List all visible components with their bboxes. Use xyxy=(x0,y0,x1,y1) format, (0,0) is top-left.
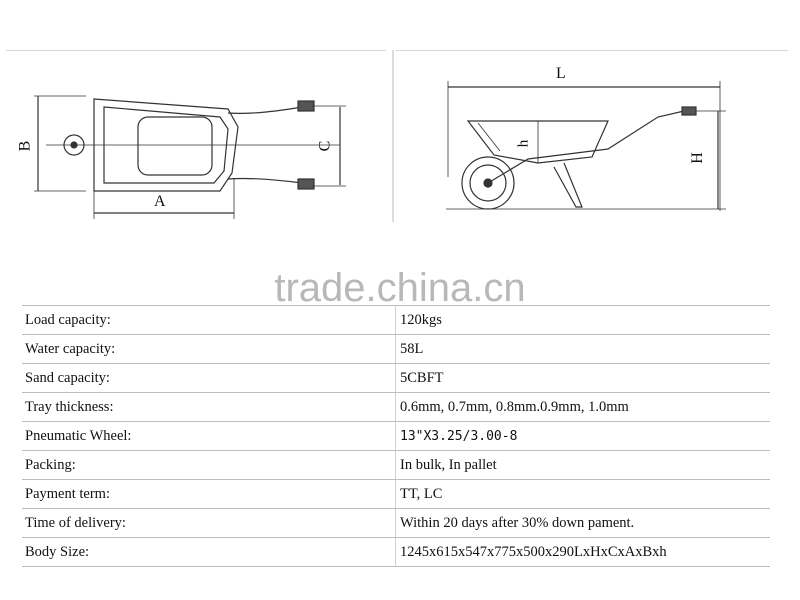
spec-label: Tray thickness: xyxy=(22,392,396,422)
spec-value: 120kgs xyxy=(395,305,770,335)
side-view-panel: L h H xyxy=(396,50,788,223)
dimension-label-a: A xyxy=(154,193,166,210)
table-row: Time of delivery: Within 20 days after 3… xyxy=(22,508,770,538)
table-row: Pneumatic Wheel: 13"X3.25/3.00-8 xyxy=(22,421,770,451)
spec-label: Water capacity: xyxy=(22,334,396,364)
table-row: Packing: In bulk, In pallet xyxy=(22,450,770,480)
top-view-panel: B C A xyxy=(6,50,386,223)
spec-value: Within 20 days after 30% down pament. xyxy=(395,508,770,538)
spec-label: Time of delivery: xyxy=(22,508,396,538)
table-row: Body Size: 1245x615x547x775x500x290LxHxC… xyxy=(22,537,770,567)
wheelbarrow-top-view-diagram xyxy=(34,95,346,219)
specifications-table: Load capacity: 120kgs Water capacity: 58… xyxy=(22,305,770,567)
table-row: Water capacity: 58L xyxy=(22,334,770,364)
table-row: Sand capacity: 5CBFT xyxy=(22,363,770,393)
table-row: Tray thickness: 0.6mm, 0.7mm, 0.8mm.0.9m… xyxy=(22,392,770,422)
wheelbarrow-side-view-diagram xyxy=(446,81,726,211)
table-row: Load capacity: 120kgs xyxy=(22,305,770,335)
spec-value: 5CBFT xyxy=(395,363,770,393)
spec-value: 13"X3.25/3.00-8 xyxy=(395,421,770,451)
spec-value: In bulk, In pallet xyxy=(395,450,770,480)
dimension-label-c: C xyxy=(316,140,334,152)
spec-label: Pneumatic Wheel: xyxy=(22,421,396,451)
spec-value: TT, LC xyxy=(395,479,770,509)
spec-value: 0.6mm, 0.7mm, 0.8mm.0.9mm, 1.0mm xyxy=(395,392,770,422)
spec-value: 1245x615x547x775x500x290LxHxCxAxBxh xyxy=(395,537,770,567)
panel-divider xyxy=(392,50,394,222)
spec-label: Packing: xyxy=(22,450,396,480)
watermark-text: trade.china.cn xyxy=(274,266,526,310)
table-row: Payment term: TT, LC xyxy=(22,479,770,509)
spec-label: Body Size: xyxy=(22,537,396,567)
dimension-label-h-upper: H xyxy=(688,152,706,164)
spec-label: Payment term: xyxy=(22,479,396,509)
dimension-label-l: L xyxy=(556,65,566,82)
dimension-label-h-lower: h xyxy=(515,139,532,148)
dimension-label-b: B xyxy=(16,140,34,152)
spec-label: Load capacity: xyxy=(22,305,396,335)
spec-label: Sand capacity: xyxy=(22,363,396,393)
spec-value: 58L xyxy=(395,334,770,364)
